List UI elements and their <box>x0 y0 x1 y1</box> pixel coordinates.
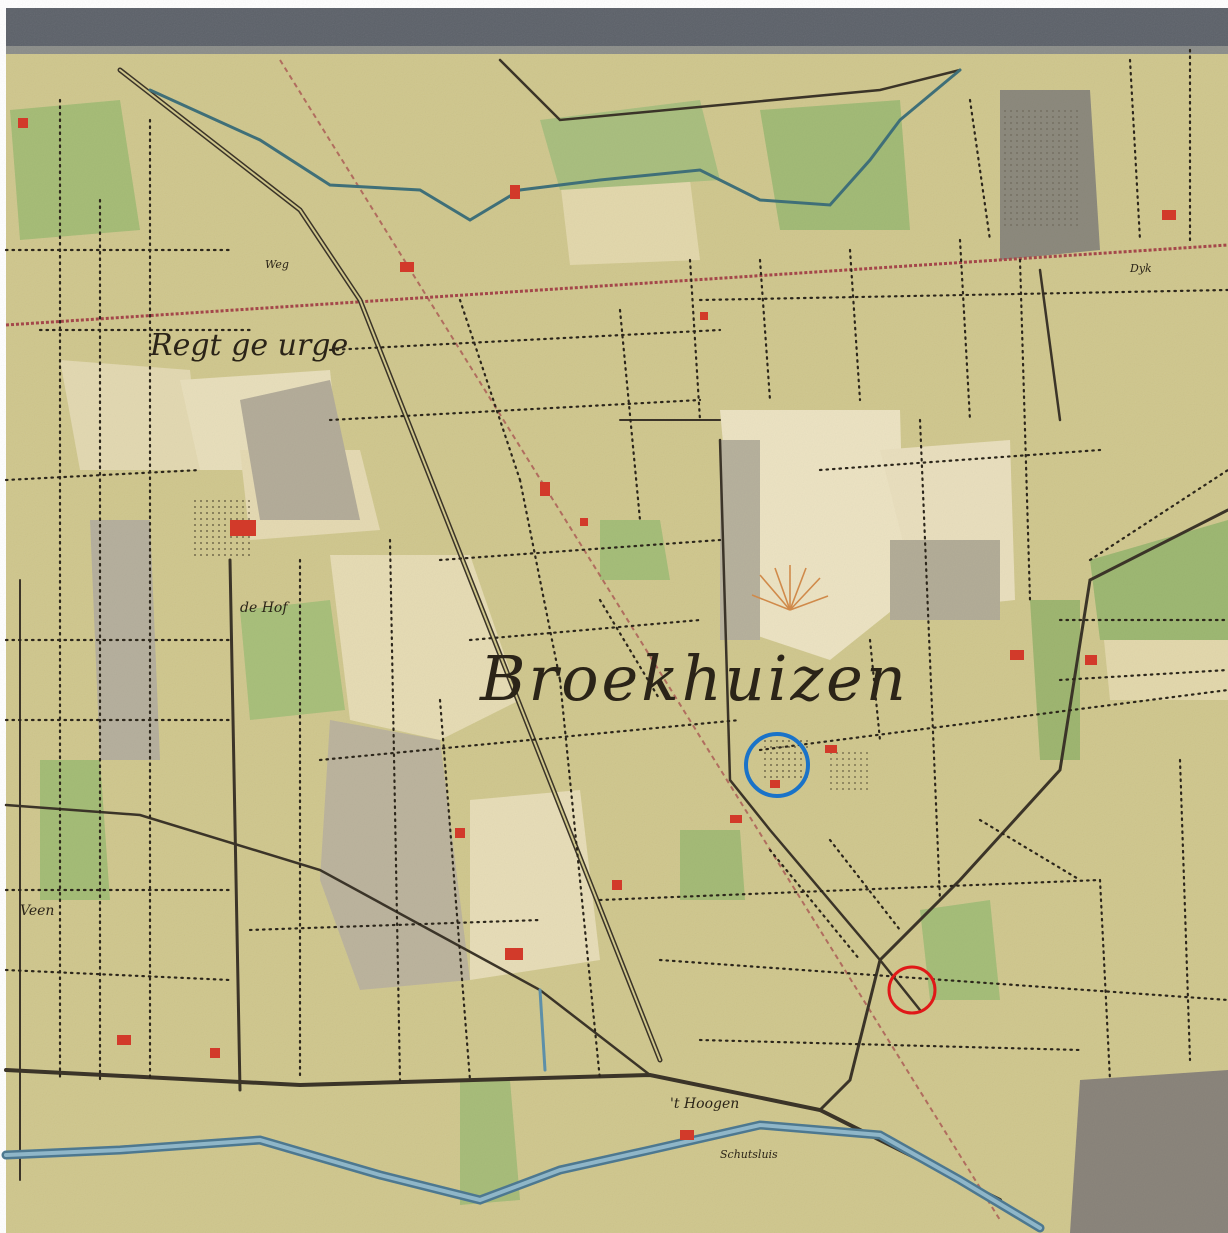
parcel-grey <box>890 540 1000 620</box>
railway-lines <box>5 59 1228 1221</box>
blue-circle-marker[interactable] <box>744 732 810 798</box>
parcels <box>10 90 1228 1233</box>
veen-label: Veen <box>20 903 54 919</box>
hoogen-label: 't Hoogen <box>670 1096 739 1112</box>
buildings <box>18 118 1176 1140</box>
parcel-cream <box>330 555 520 740</box>
parcel-green <box>240 600 345 720</box>
parcel-green <box>600 520 670 580</box>
hof-label: de Hof <box>240 600 290 616</box>
village-label: Broekhuizen <box>479 642 909 715</box>
field-boundaries <box>4 48 1228 1082</box>
parcel-cream <box>720 410 905 660</box>
parcel-cream <box>470 790 600 980</box>
parcel-cream <box>60 360 200 470</box>
regt-label: Regt ge urge <box>149 328 348 363</box>
parcel-grey <box>320 720 470 990</box>
top-band-shadow <box>6 46 1228 54</box>
parcel-grey <box>720 440 760 640</box>
parcel-cream <box>560 180 700 265</box>
dyk-label: Dyk <box>1129 262 1152 275</box>
parcel-green <box>680 830 745 900</box>
estate-rays <box>751 565 829 611</box>
parcel-grey <box>240 380 360 520</box>
parcel-green <box>460 1080 520 1205</box>
parcel-green <box>40 760 110 900</box>
waterways <box>1 68 1045 1233</box>
parcel-green <box>920 900 1000 1000</box>
parcel-green <box>10 100 140 240</box>
schuttehuis-label: Schutsluis <box>720 1148 778 1161</box>
parcel-green <box>540 100 720 190</box>
brook-north <box>148 68 962 222</box>
parcel-green <box>760 100 910 230</box>
parcel-green <box>1090 520 1228 640</box>
top-band <box>6 8 1228 52</box>
northroad-label: Weg <box>265 258 289 271</box>
parcel-grey <box>1070 1070 1228 1233</box>
red-circle-marker[interactable] <box>887 965 937 1015</box>
